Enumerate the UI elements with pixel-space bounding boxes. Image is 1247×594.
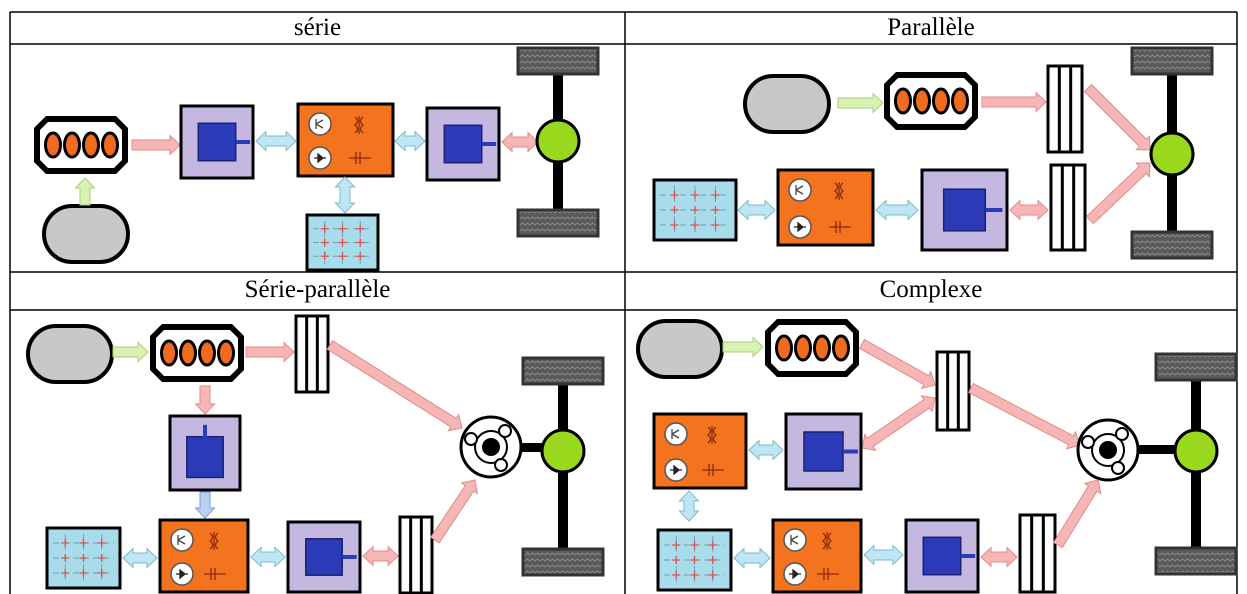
double-arrow: [122, 547, 158, 569]
arrow: [194, 491, 216, 519]
power-converter-icon: [776, 168, 875, 247]
arrow: [1085, 162, 1151, 225]
engine-icon: [150, 324, 244, 382]
fuel-tank-icon: [743, 74, 831, 134]
power-converter-icon: [296, 102, 395, 178]
electric-machine-icon: [179, 104, 255, 180]
arrow: [74, 177, 96, 206]
engine-icon: [884, 72, 978, 130]
arrow: [1083, 83, 1151, 151]
double-arrow: [334, 176, 356, 214]
arrow: [112, 341, 149, 363]
engine-icon: [765, 319, 859, 377]
arrow: [837, 92, 884, 114]
battery-icon: [652, 178, 738, 242]
double-arrow: [501, 131, 539, 153]
clutch-icon: [1049, 163, 1087, 252]
electric-machine-icon: [920, 168, 1009, 252]
header-serie-parallele: Série-parallèle: [244, 276, 391, 303]
power-converter-icon: [771, 518, 863, 594]
electric-machine-icon: [904, 518, 980, 594]
header-complexe: Complexe: [879, 276, 983, 303]
clutch-icon: [1046, 64, 1084, 154]
electric-machine-icon: [286, 520, 362, 594]
double-arrow: [875, 199, 919, 221]
double-arrow: [748, 439, 784, 461]
arrow: [326, 340, 463, 432]
double-arrow: [1009, 199, 1049, 221]
double-arrow: [250, 546, 286, 568]
fuel-tank-icon: [636, 319, 724, 379]
axle-wheel-icon: [516, 46, 600, 238]
power-converter-icon: [158, 518, 250, 594]
shaft: [520, 443, 552, 452]
table-lines: [9, 11, 1238, 594]
arrow: [245, 341, 295, 363]
power-converter-icon: [652, 412, 748, 490]
clutch-icon: [398, 515, 434, 594]
engine-icon: [34, 116, 128, 174]
double-arrow: [255, 130, 297, 152]
double-arrow: [733, 547, 771, 569]
header-serie: série: [293, 14, 342, 41]
axle-wheel-icon: [1130, 46, 1214, 260]
double-arrow: [980, 546, 1018, 568]
clutch-icon: [1018, 513, 1057, 594]
arrow: [858, 338, 936, 390]
shaft: [1137, 445, 1175, 454]
double-arrow: [863, 544, 904, 566]
arrow: [430, 479, 479, 544]
battery-icon: [305, 213, 380, 272]
fuel-tank-icon: [42, 204, 130, 264]
double-arrow: [394, 130, 426, 152]
axle-wheel-icon: [521, 356, 605, 577]
arrow: [981, 91, 1047, 113]
arrow: [194, 385, 216, 415]
double-arrow: [678, 490, 700, 522]
double-arrow: [362, 545, 399, 567]
arrow: [131, 134, 181, 156]
arrow: [1053, 479, 1102, 549]
battery-icon: [45, 526, 122, 590]
electric-machine-icon: [425, 106, 501, 182]
double-arrow: [737, 199, 776, 221]
battery-icon: [656, 528, 733, 592]
arrow: [722, 336, 764, 358]
planetary-gear-icon: [459, 415, 523, 479]
fuel-tank-icon: [26, 324, 114, 384]
header-parallele: Parallèle: [887, 14, 975, 41]
double-arrow: [861, 395, 936, 451]
arrow: [968, 382, 1081, 450]
clutch-icon: [294, 314, 330, 394]
planetary-gear-icon: [1076, 418, 1140, 482]
clutch-icon: [935, 350, 971, 432]
axle-wheel-icon: [1154, 352, 1238, 576]
electric-machine-icon: [168, 414, 242, 492]
electric-machine-icon: [784, 412, 863, 491]
